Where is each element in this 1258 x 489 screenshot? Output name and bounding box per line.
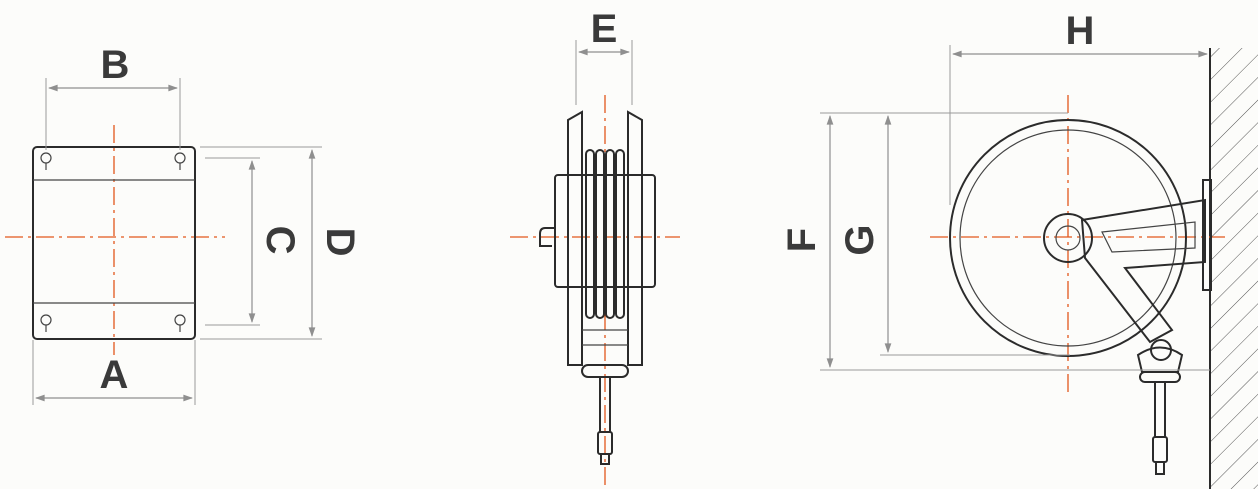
- right-flange: [627, 110, 643, 366]
- wall-bracket: [1202, 179, 1212, 291]
- inlet-fitting: [539, 227, 555, 247]
- hose-stopper: [1139, 371, 1181, 383]
- wall-hatch: [1210, 48, 1258, 489]
- left-flange: [567, 110, 583, 366]
- rear-view: B A C D: [5, 43, 362, 405]
- side-hose: [1154, 381, 1166, 438]
- hose-nozzle: [600, 453, 610, 465]
- reel-drum: [949, 119, 1187, 357]
- reel-drum-inner-rim: [959, 129, 1177, 347]
- dimension-label-a: A: [100, 353, 129, 397]
- dimension-label-c: C: [258, 226, 302, 255]
- reel-hub: [1043, 213, 1093, 263]
- side-hose-nozzle: [1155, 461, 1165, 475]
- hose-coils: [585, 149, 625, 319]
- side-hose-fitting: [1152, 436, 1168, 463]
- hose-guide-block: [1136, 346, 1184, 373]
- front-view: E: [510, 7, 680, 485]
- reel-axle: [1055, 225, 1081, 251]
- dimension-label-b: B: [101, 43, 130, 87]
- mounting-plate: [32, 146, 196, 340]
- dimension-label-e: E: [591, 7, 618, 51]
- swing-arm-slot: [1101, 221, 1196, 253]
- side-view: H F G: [780, 9, 1258, 489]
- keyhole-icon: [40, 152, 186, 332]
- dimension-label-d: D: [318, 228, 362, 257]
- dimension-label-f: F: [780, 228, 824, 252]
- dimension-label-h: H: [1066, 9, 1095, 53]
- dimension-label-g: G: [838, 224, 882, 255]
- guide-roller: [1150, 339, 1172, 361]
- swing-arm: [1080, 198, 1206, 344]
